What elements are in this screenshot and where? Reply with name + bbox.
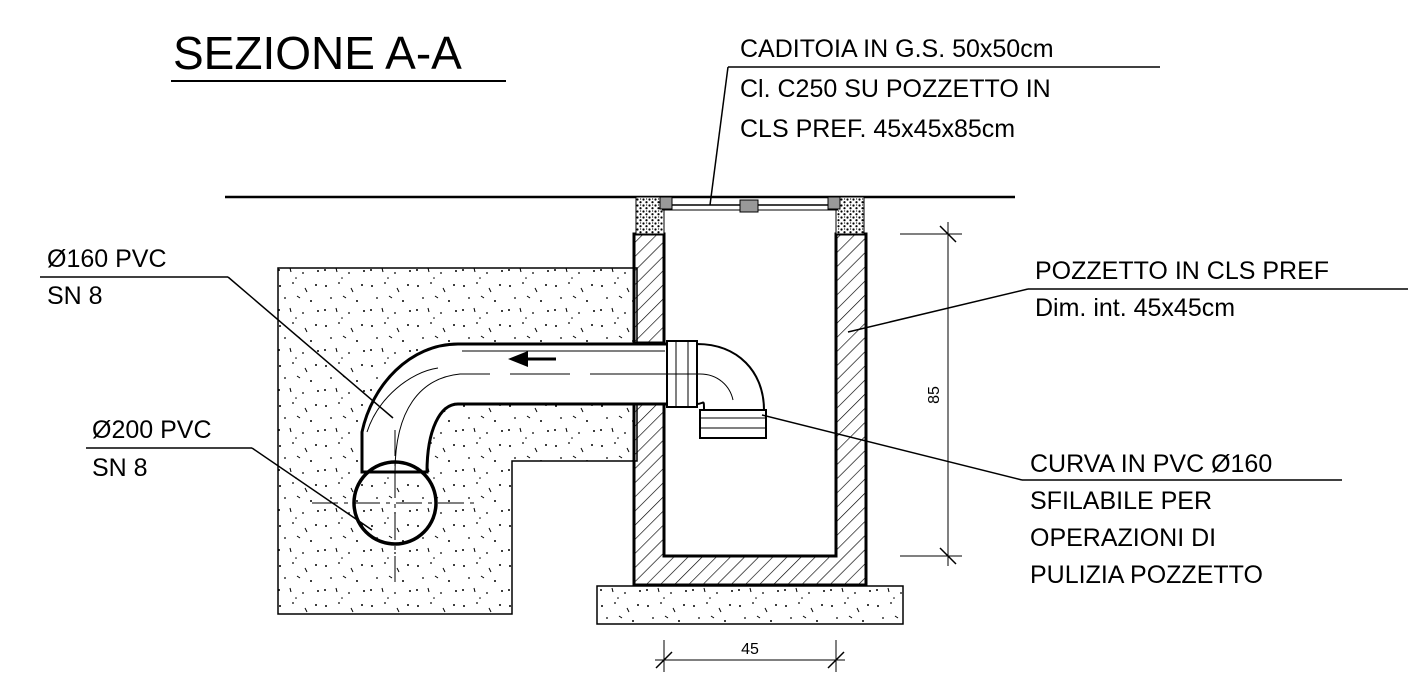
pipe-160-inner-line [366, 367, 439, 433]
section-title: SEZIONE A-A [173, 27, 462, 79]
width-dim-tick-right [827, 651, 845, 669]
pipe-160-centerline [394, 373, 660, 473]
flow-arrow-icon [508, 351, 528, 367]
height-dimension: 85 [900, 222, 962, 566]
width-dim-value: 45 [741, 641, 759, 658]
curva-label-line-3: OPERAZIONI DI [1030, 524, 1216, 552]
pozzetto-label-line-2: Dim. int. 45x45cm [1035, 294, 1235, 322]
curva-leader [761, 414, 1023, 481]
pvc-200-pipe [312, 430, 476, 582]
elbow-centerline [660, 373, 734, 401]
pipe160-leader [227, 276, 394, 419]
caditoia-label-line-2: Cl. C250 SU POZZETTO IN [740, 75, 1051, 103]
pozzetto-callout: POZZETTO IN CLS PREF Dim. int. 45x45cm [847, 257, 1408, 333]
pipe-200-section [352, 460, 438, 546]
grating-support-left [659, 196, 673, 210]
width-dim-tick-left [655, 651, 673, 669]
pipe200-label-line-1: Ø200 PVC [92, 416, 212, 444]
height-dim-tick-bottom [939, 547, 957, 565]
concrete-encasement [277, 267, 638, 615]
collar-left [635, 196, 665, 235]
curva-callout: CURVA IN PVC Ø160 SFILABILE PER OPERAZIO… [761, 414, 1342, 589]
pipe160-label-line-1: Ø160 PVC [47, 245, 167, 273]
pozzetto-leader [847, 288, 1029, 333]
pipe-160-body [360, 342, 667, 474]
caditoia-label-line-3: CLS PREF. 45x45x85cm [740, 115, 1015, 143]
collar-right [835, 196, 865, 235]
pipe200-label-line-2: SN 8 [92, 454, 148, 482]
pipe160-label-line-2: SN 8 [47, 282, 103, 310]
pvc-160-pipe [360, 342, 667, 474]
manhole [632, 196, 868, 587]
width-dimension: 45 [655, 640, 845, 672]
caditoia-callout: CADITOIA IN G.S. 50x50cm Cl. C250 SU POZ… [709, 35, 1160, 206]
curva-label-line-4: PULIZIA POZZETTO [1030, 561, 1263, 589]
pipe200-leader [251, 447, 373, 531]
bedding-slab [596, 585, 904, 625]
height-dim-tick-top [939, 225, 957, 243]
elbow-outlet [699, 409, 767, 439]
pipe200-callout: Ø200 PVC SN 8 [86, 416, 373, 531]
grating-support-right [827, 196, 841, 210]
pvc-elbow [660, 340, 767, 439]
pozzetto-label-line-1: POZZETTO IN CLS PREF [1035, 257, 1329, 285]
caditoia-label-line-1: CADITOIA IN G.S. 50x50cm [740, 35, 1054, 63]
height-dim-value: 85 [926, 386, 943, 404]
elbow-body [696, 342, 766, 411]
manhole-left-wall [632, 232, 666, 345]
curva-label-line-2: SFILABILE PER [1030, 487, 1212, 515]
pipe160-callout: Ø160 PVC SN 8 [40, 245, 394, 419]
grating-bar-center [739, 199, 759, 213]
curva-label-line-1: CURVA IN PVC Ø160 [1030, 450, 1272, 478]
caditoia-leader [709, 66, 729, 206]
